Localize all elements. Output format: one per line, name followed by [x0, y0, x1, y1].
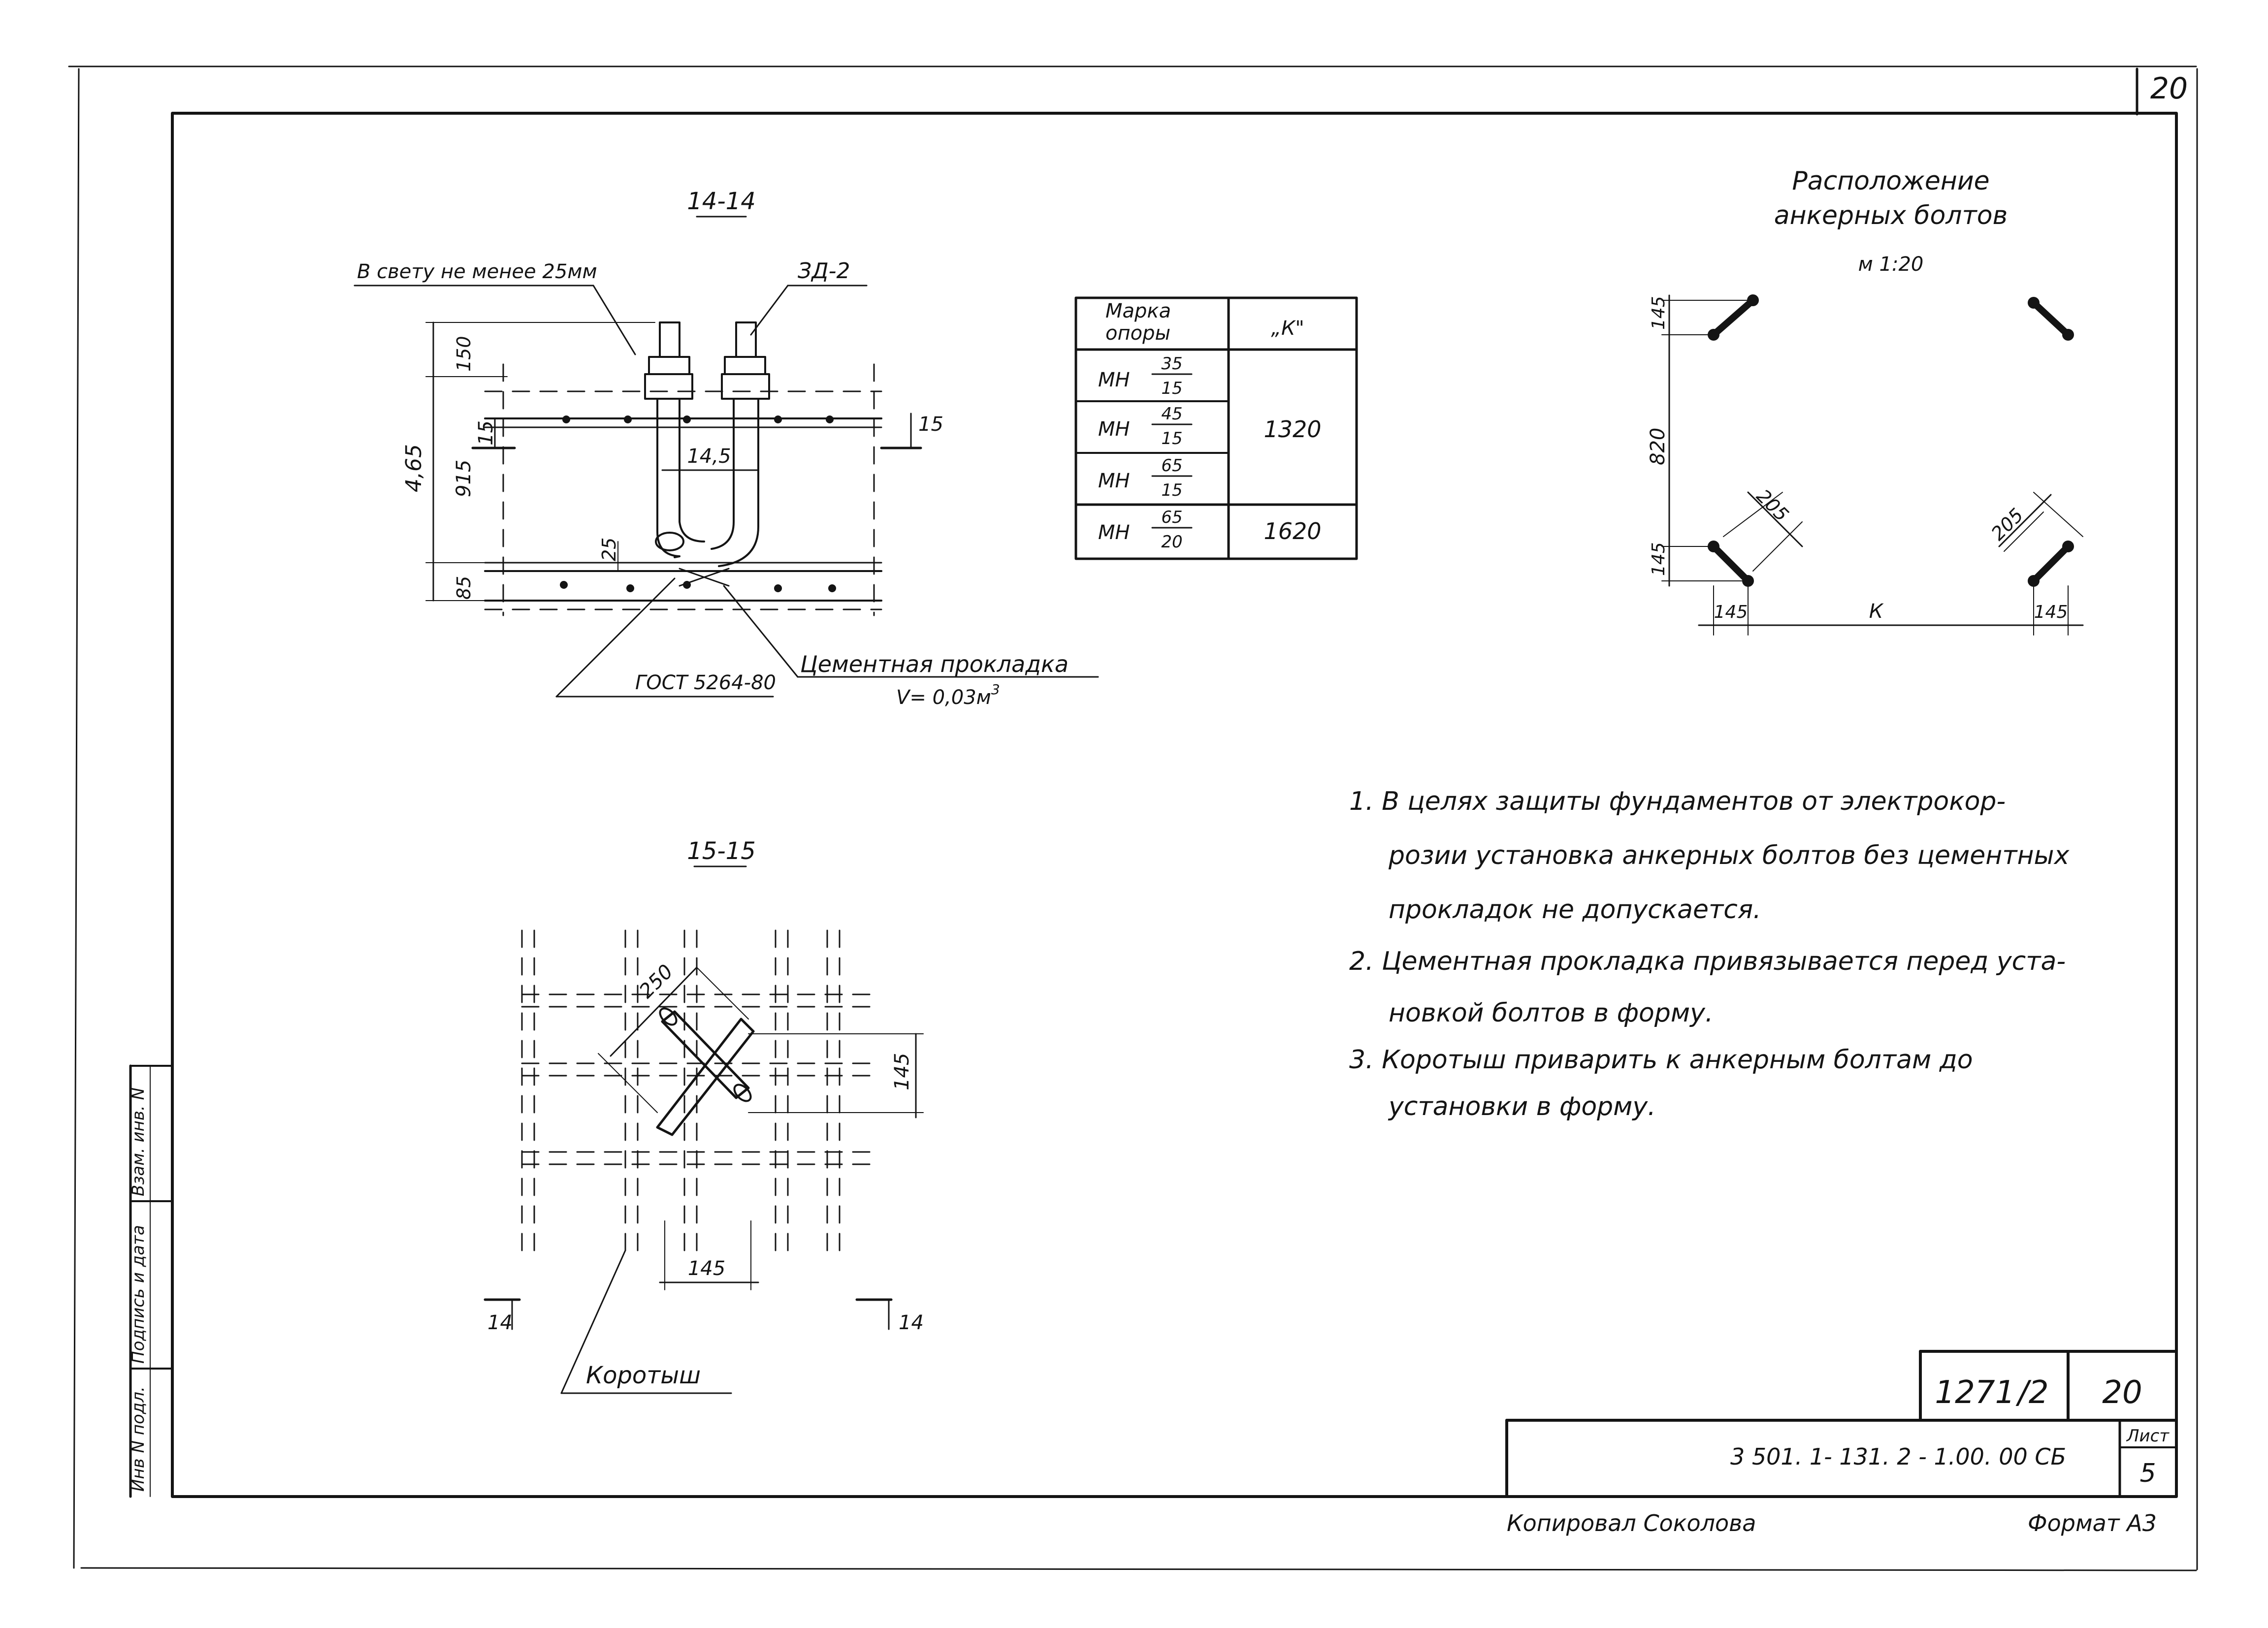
section-mark-14-right: 14 — [899, 1311, 924, 1334]
short-piece-label: Коротыш — [586, 1362, 701, 1389]
svg-text:15: 15 — [1161, 379, 1182, 398]
note-line: прокладок не допускается. — [1389, 895, 1761, 925]
svg-text:35: 35 — [1161, 354, 1182, 374]
svg-text:20: 20 — [1161, 532, 1182, 552]
dim-465: 4,65 — [401, 444, 426, 492]
cement-pad-label: Цементная прокладка — [800, 651, 1069, 677]
svg-text:15: 15 — [1161, 480, 1182, 500]
document-code: 3 501. 1- 131. 2 - 1.00. 00 СБ — [1730, 1443, 2066, 1470]
sheet-total: 20 — [2102, 1374, 2142, 1411]
layout-dim-205-right: 205 — [1987, 504, 2027, 544]
section-14-14: 14-14 — [354, 188, 1099, 709]
note-line: новкой болтов в форму. — [1389, 998, 1713, 1028]
dim-25: 25 — [598, 538, 620, 561]
note-line: розии установка анкерных болтов без цеме… — [1388, 841, 2070, 870]
layout-dim-205-left: 205 — [1752, 485, 1793, 525]
section-14-title: 14-14 — [687, 188, 755, 215]
bolt-layout-title-2: анкерных болтов — [1774, 201, 2008, 230]
table-row: МН 45 15 — [1098, 404, 1193, 448]
notes-block: 1. В целях защиты фундаментов от электро… — [1349, 787, 2070, 1121]
cement-pad-volume: V= 0,03м3 — [896, 681, 1000, 709]
layout-dim-k: К — [1869, 600, 1884, 623]
sheet-frame: 20 — [68, 65, 2198, 1571]
table-k-value-1: 1320 — [1264, 416, 1321, 443]
dim-145-right: 145 — [891, 1053, 913, 1090]
drawing-number: 1271/2 — [1935, 1374, 2048, 1411]
bolt-layout-scale: м 1:20 — [1858, 253, 1924, 276]
svg-text:45: 45 — [1161, 404, 1182, 424]
svg-text:МН: МН — [1098, 521, 1130, 544]
table-row: МН 65 20 — [1098, 508, 1193, 552]
table-row: МН 35 15 — [1098, 354, 1193, 398]
section-mark-14-left: 14 — [487, 1311, 513, 1334]
dim-85: 85 — [453, 576, 475, 600]
copied-by: Копировал Соколова — [1507, 1510, 1756, 1536]
stamp-podpis-data: Подпись и дата — [129, 1225, 148, 1364]
svg-text:МН: МН — [1098, 470, 1130, 492]
page-number: 20 — [2150, 71, 2188, 106]
layout-dim-145-bottom: 145 — [1649, 542, 1669, 576]
support-table: Марка опоры „К" МН 35 15 МН 45 15 МН 65 … — [1074, 296, 1358, 560]
stamp-vzam-inv: Взам. инв. N — [129, 1087, 148, 1196]
gost-label: ГОСТ 5264-80 — [635, 671, 776, 694]
list-label: Лист — [2126, 1426, 2170, 1446]
svg-text:15: 15 — [1161, 429, 1182, 448]
note-clearance: В свету не менее 25мм — [357, 260, 597, 283]
table-k-value-2: 1620 — [1264, 518, 1321, 544]
section-15-title: 15-15 — [687, 837, 755, 865]
bolt-layout: Расположение анкерных болтов м 1:20 145 … — [1647, 166, 2084, 636]
dim-14-5: 14,5 — [687, 445, 731, 468]
layout-dim-145-right: 145 — [2034, 602, 2068, 622]
table-header-mark-2: опоры — [1105, 322, 1170, 345]
bolt-layout-title-1: Расположение — [1792, 166, 1989, 196]
note-line: 1. В целях защиты фундаментов от электро… — [1349, 787, 2006, 816]
svg-text:65: 65 — [1161, 508, 1182, 527]
svg-text:65: 65 — [1161, 456, 1182, 476]
section-15-15: 15-15 250 145 145 — [484, 837, 924, 1394]
title-block: 1271/2 20 3 501. 1- 131. 2 - 1.00. 00 СБ… — [1505, 1350, 2178, 1498]
svg-text:МН: МН — [1098, 369, 1130, 391]
stamp-inv-podl: Инв N подл. — [129, 1386, 148, 1492]
dim-150: 150 — [453, 336, 475, 372]
callout-zd-2: ЗД-2 — [798, 258, 850, 284]
table-row: МН 65 15 — [1098, 456, 1193, 500]
dim-250: 250 — [635, 960, 678, 1003]
dim-145-bottom: 145 — [688, 1257, 725, 1280]
section-mark-15-left: 15 — [475, 420, 497, 446]
note-line: 3. Коротыш приварить к анкерным болтам д… — [1349, 1045, 1973, 1075]
table-header-mark-1: Марка — [1105, 300, 1171, 322]
section-mark-15-right: 15 — [918, 413, 943, 436]
note-line: установки в форму. — [1388, 1092, 1656, 1121]
dim-915: 915 — [453, 460, 475, 497]
note-line: 2. Цементная прокладка привязывается пер… — [1349, 947, 2066, 976]
list-number: 5 — [2139, 1459, 2156, 1488]
table-header-k: „К" — [1271, 317, 1304, 340]
layout-dim-820: 820 — [1647, 428, 1669, 465]
svg-text:МН: МН — [1098, 418, 1130, 441]
layout-dim-145-left: 145 — [1714, 602, 1748, 622]
layout-dim-145-top: 145 — [1649, 296, 1669, 330]
side-stamp: Инв N подл. Подпись и дата Взам. инв. N — [129, 1064, 174, 1498]
format-label: Формат А3 — [2028, 1510, 2157, 1536]
